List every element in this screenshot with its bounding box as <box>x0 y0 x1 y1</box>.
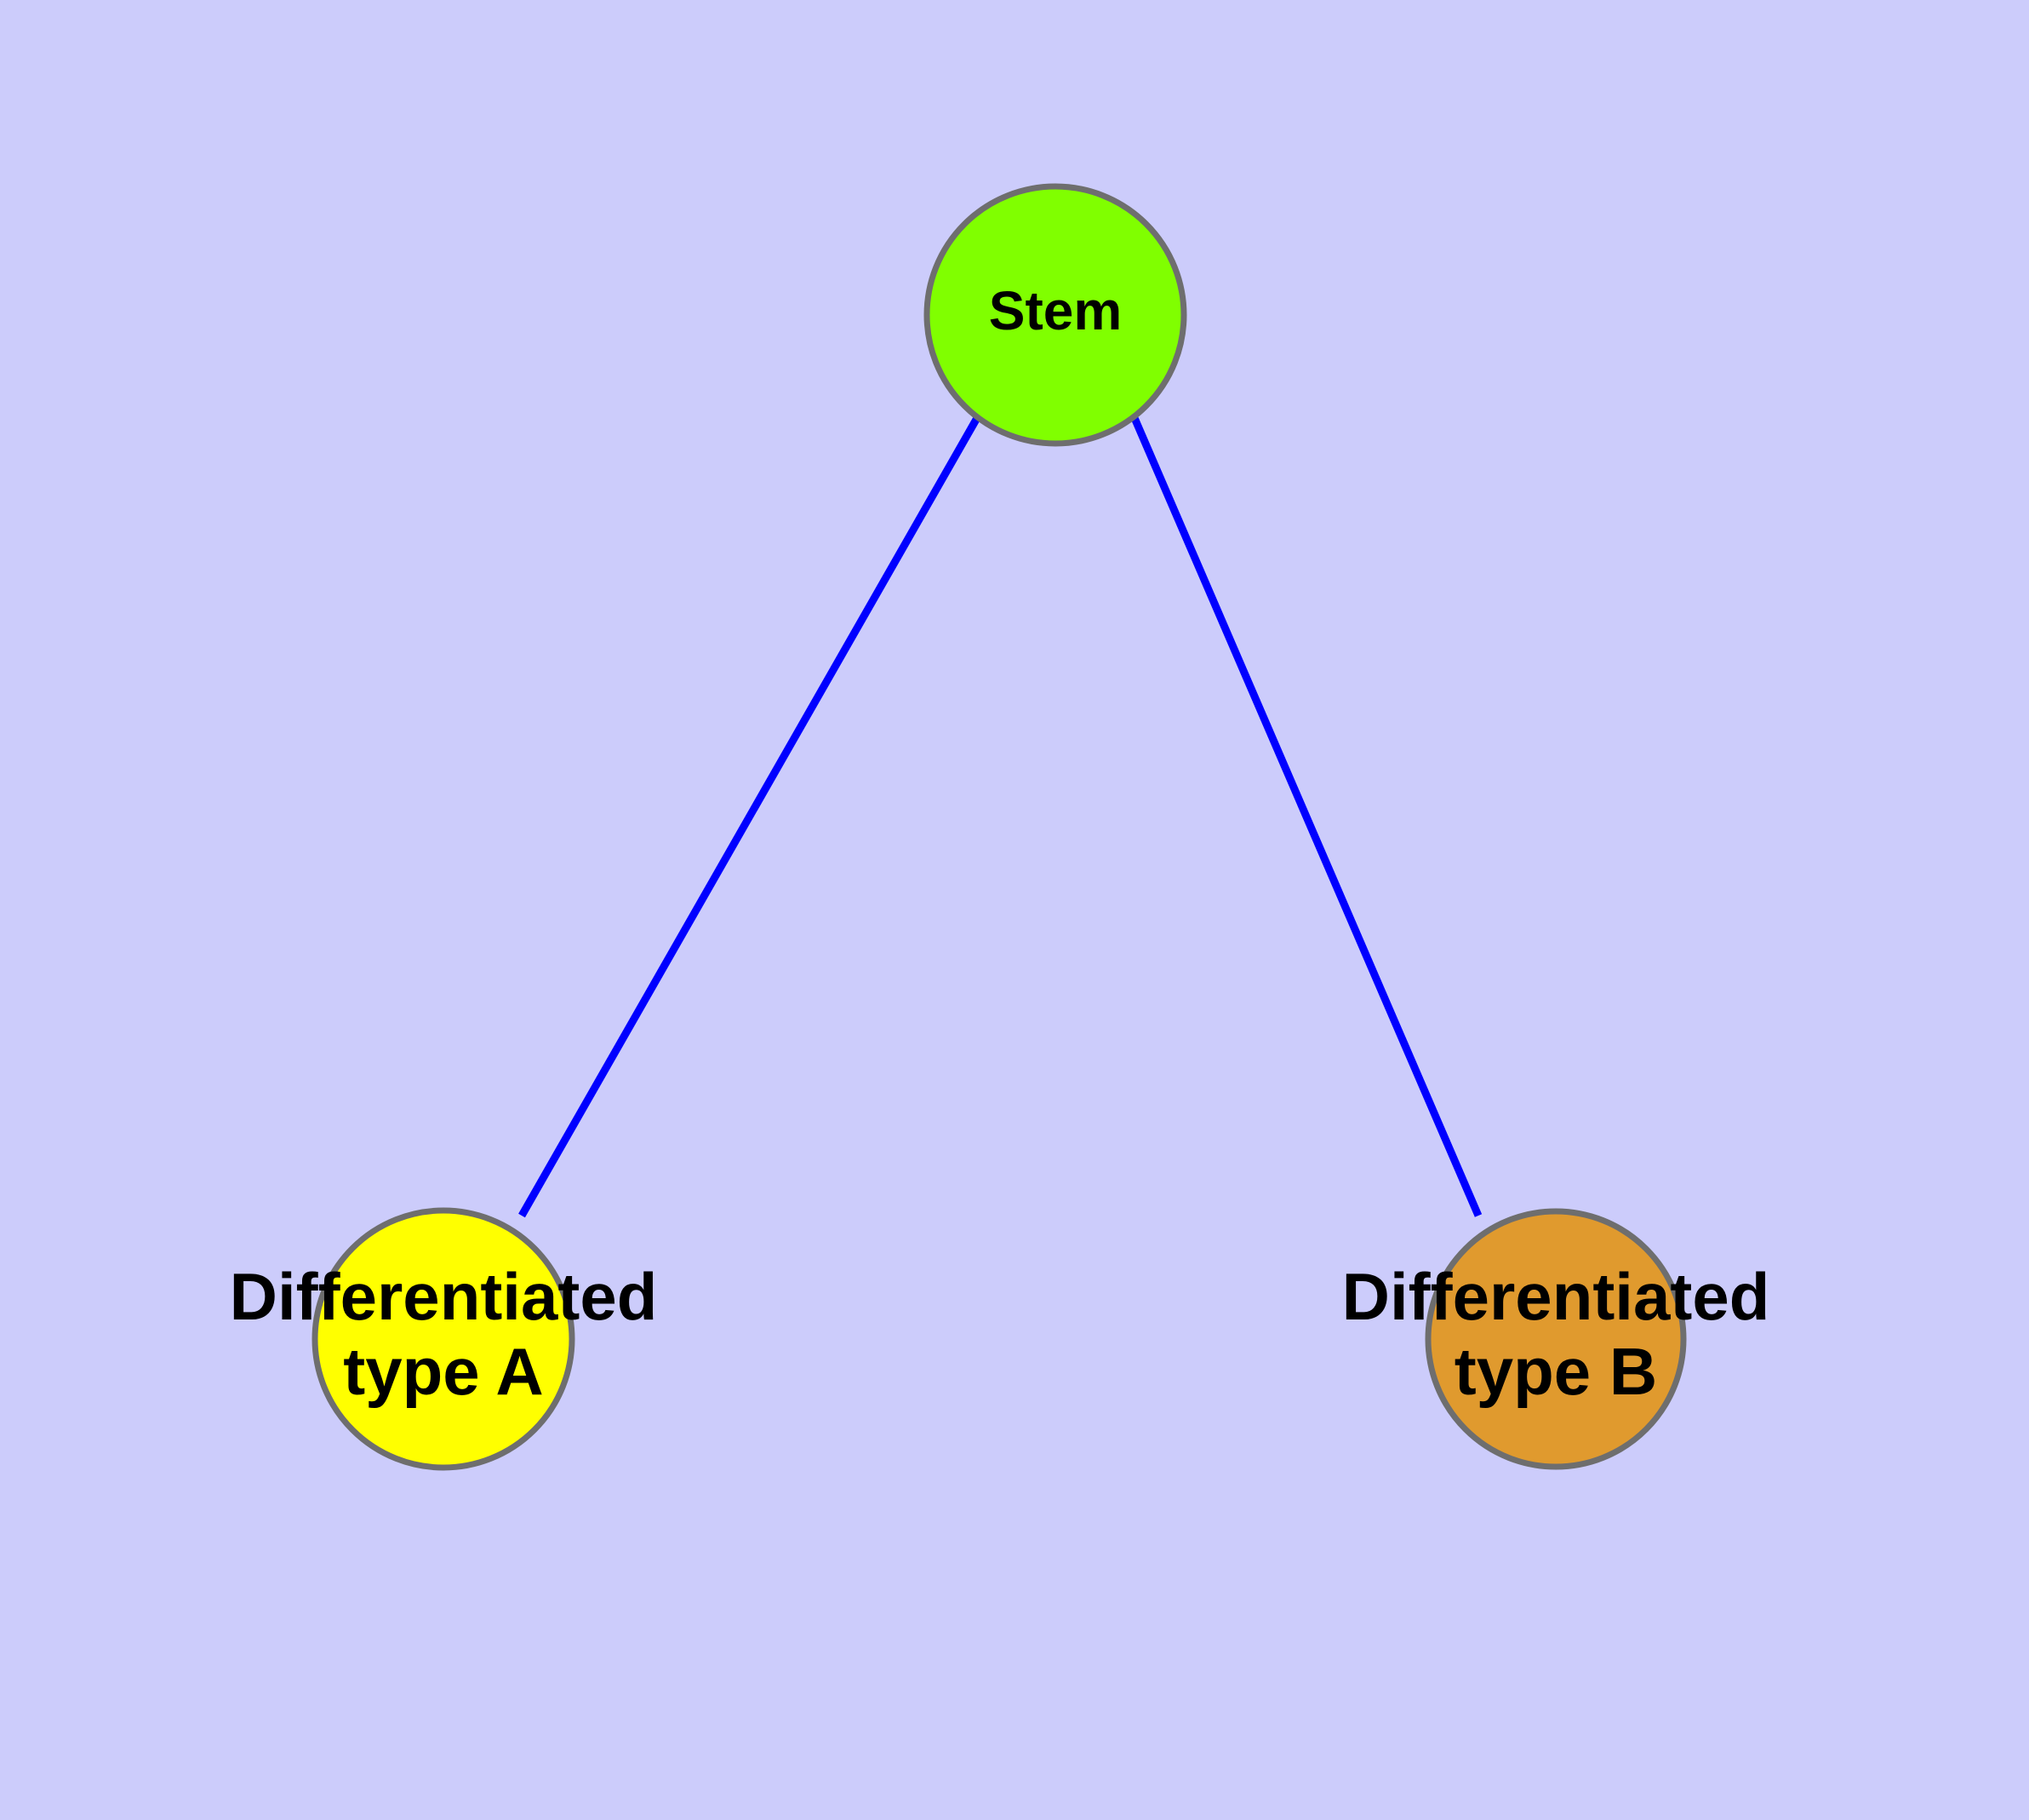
node-label-stem: Stem <box>989 280 1123 341</box>
edge-stem-diff-a[interactable] <box>518 415 980 1218</box>
node-diff_a[interactable] <box>311 1207 575 1471</box>
edge-stem-diff-b[interactable] <box>1130 416 1483 1217</box>
node-label-line: Stem <box>989 280 1123 341</box>
node-label-line: Differentiated <box>230 1259 658 1334</box>
node-label-line: type A <box>343 1334 544 1409</box>
nodes-layer <box>311 183 1687 1471</box>
node-diff_b[interactable] <box>1425 1208 1687 1470</box>
node-label-line: type B <box>1455 1334 1657 1409</box>
node-stem[interactable] <box>923 183 1187 447</box>
node-label-line: Differentiated <box>1342 1259 1770 1334</box>
edges-layer <box>518 415 1483 1218</box>
